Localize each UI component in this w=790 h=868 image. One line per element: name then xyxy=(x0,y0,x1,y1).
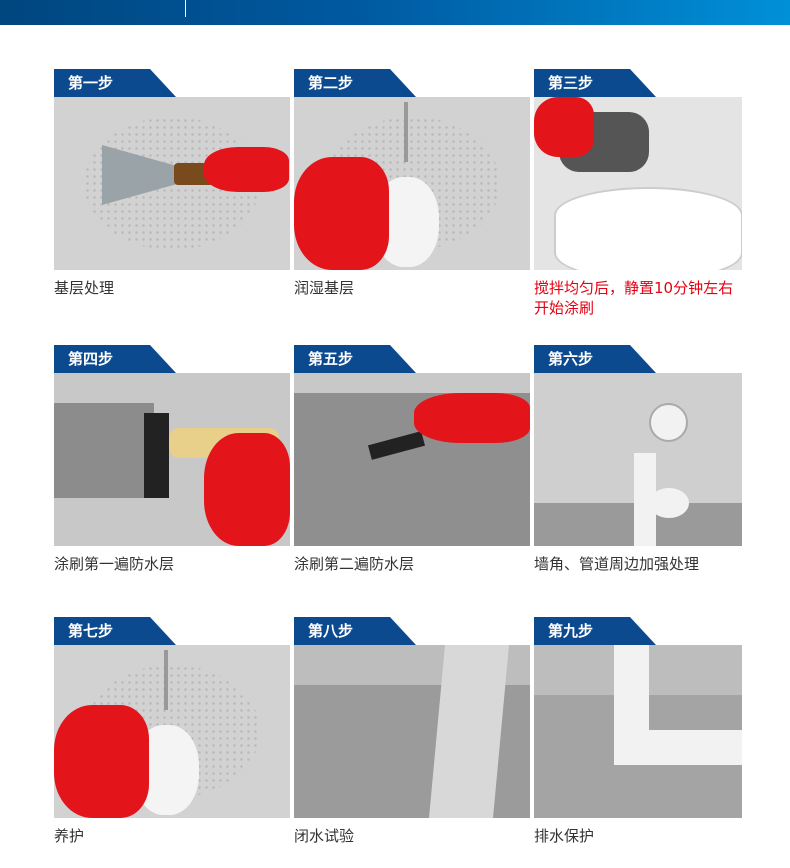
step-tab: 第八步 xyxy=(294,617,416,645)
step-label: 涂刷第一遍防水层 xyxy=(54,555,175,573)
step-label: 养护 xyxy=(54,827,85,845)
step-title: 第九步 xyxy=(548,622,594,640)
step-label: 润湿基层 xyxy=(294,279,355,297)
step-tab: 第四步 xyxy=(54,345,176,373)
step-tab: 第五步 xyxy=(294,345,416,373)
step-card-6: 第六步 墙角、管道周边加强处理 xyxy=(534,345,742,574)
banner-divider xyxy=(185,0,186,17)
step-image-water-test xyxy=(294,645,530,818)
step-card-5: 第五步 涂刷第二遍防水层 xyxy=(294,345,530,574)
step-title: 第四步 xyxy=(68,350,114,368)
step-label: 墙角、管道周边加强处理 xyxy=(534,555,700,573)
step-label: 涂刷第二遍防水层 xyxy=(294,555,415,573)
step-card-9: 第九步 排水保护 xyxy=(534,617,742,846)
step-image-sprayer xyxy=(54,645,290,818)
step-image-mixer xyxy=(534,97,742,270)
step-tab: 第六步 xyxy=(534,345,656,373)
step-title: 第一步 xyxy=(68,74,114,92)
step-card-1: 第一步 基层处理 xyxy=(54,69,290,298)
step-title: 第八步 xyxy=(308,622,354,640)
step-tab: 第二步 xyxy=(294,69,416,97)
step-card-3: 第三步 搅拌均匀后，静置10分钟左右开始涂刷 xyxy=(534,69,742,318)
step-label: 搅拌均匀后，静置10分钟左右开始涂刷 xyxy=(534,279,734,317)
step-title: 第六步 xyxy=(548,350,594,368)
header-banner xyxy=(0,0,790,25)
step-title: 第五步 xyxy=(308,350,354,368)
step-image-small-brush xyxy=(294,373,530,546)
step-title: 第七步 xyxy=(68,622,114,640)
step-image-drain-pipe xyxy=(534,645,742,818)
step-card-2: 第二步 润湿基层 xyxy=(294,69,530,298)
step-image-scraper xyxy=(54,97,290,270)
step-card-7: 第七步 养护 xyxy=(54,617,290,846)
step-card-8: 第八步 闭水试验 xyxy=(294,617,530,846)
step-label: 基层处理 xyxy=(54,279,115,297)
step-tab: 第七步 xyxy=(54,617,176,645)
step-image-brush xyxy=(54,373,290,546)
step-tab: 第一步 xyxy=(54,69,176,97)
step-label: 排水保护 xyxy=(534,827,595,845)
step-title: 第二步 xyxy=(308,74,354,92)
step-card-4: 第四步 涂刷第一遍防水层 xyxy=(54,345,290,574)
step-tab: 第三步 xyxy=(534,69,656,97)
step-tab: 第九步 xyxy=(534,617,656,645)
step-title: 第三步 xyxy=(548,74,594,92)
step-label: 闭水试验 xyxy=(294,827,355,845)
step-image-pipes xyxy=(534,373,742,546)
step-image-sprayer xyxy=(294,97,530,270)
